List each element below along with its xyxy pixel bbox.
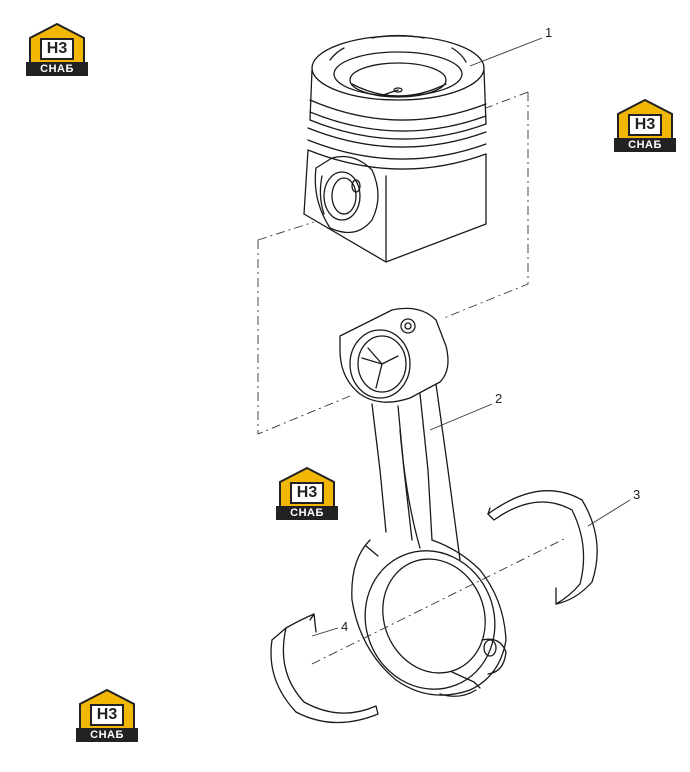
logo-mark: H3 [90,704,124,726]
logo-word: СНАБ [76,728,138,742]
logo-mark: H3 [628,114,662,136]
piston [303,34,487,263]
assembly-lines [257,91,567,665]
logo-mark: H3 [290,482,324,504]
watermark-logo: H3 СНАБ [614,98,676,154]
watermark-logo: H3 СНАБ [276,466,338,522]
watermark-logo: H3 СНАБ [26,22,88,78]
lower-bearing-shell [270,613,379,724]
logo-mark: H3 [40,38,74,60]
leader-lines [311,37,631,637]
callout-2: 2 [495,391,503,406]
logo-word: СНАБ [26,62,88,76]
watermark-logo: H3 СНАБ [76,688,138,744]
connecting-rod [339,307,507,697]
logo-word: СНАБ [614,138,676,152]
upper-bearing-shell [487,490,598,605]
callout-4: 4 [341,619,349,634]
callout-1: 1 [545,25,553,40]
callout-3: 3 [633,487,641,502]
logo-word: СНАБ [276,506,338,520]
